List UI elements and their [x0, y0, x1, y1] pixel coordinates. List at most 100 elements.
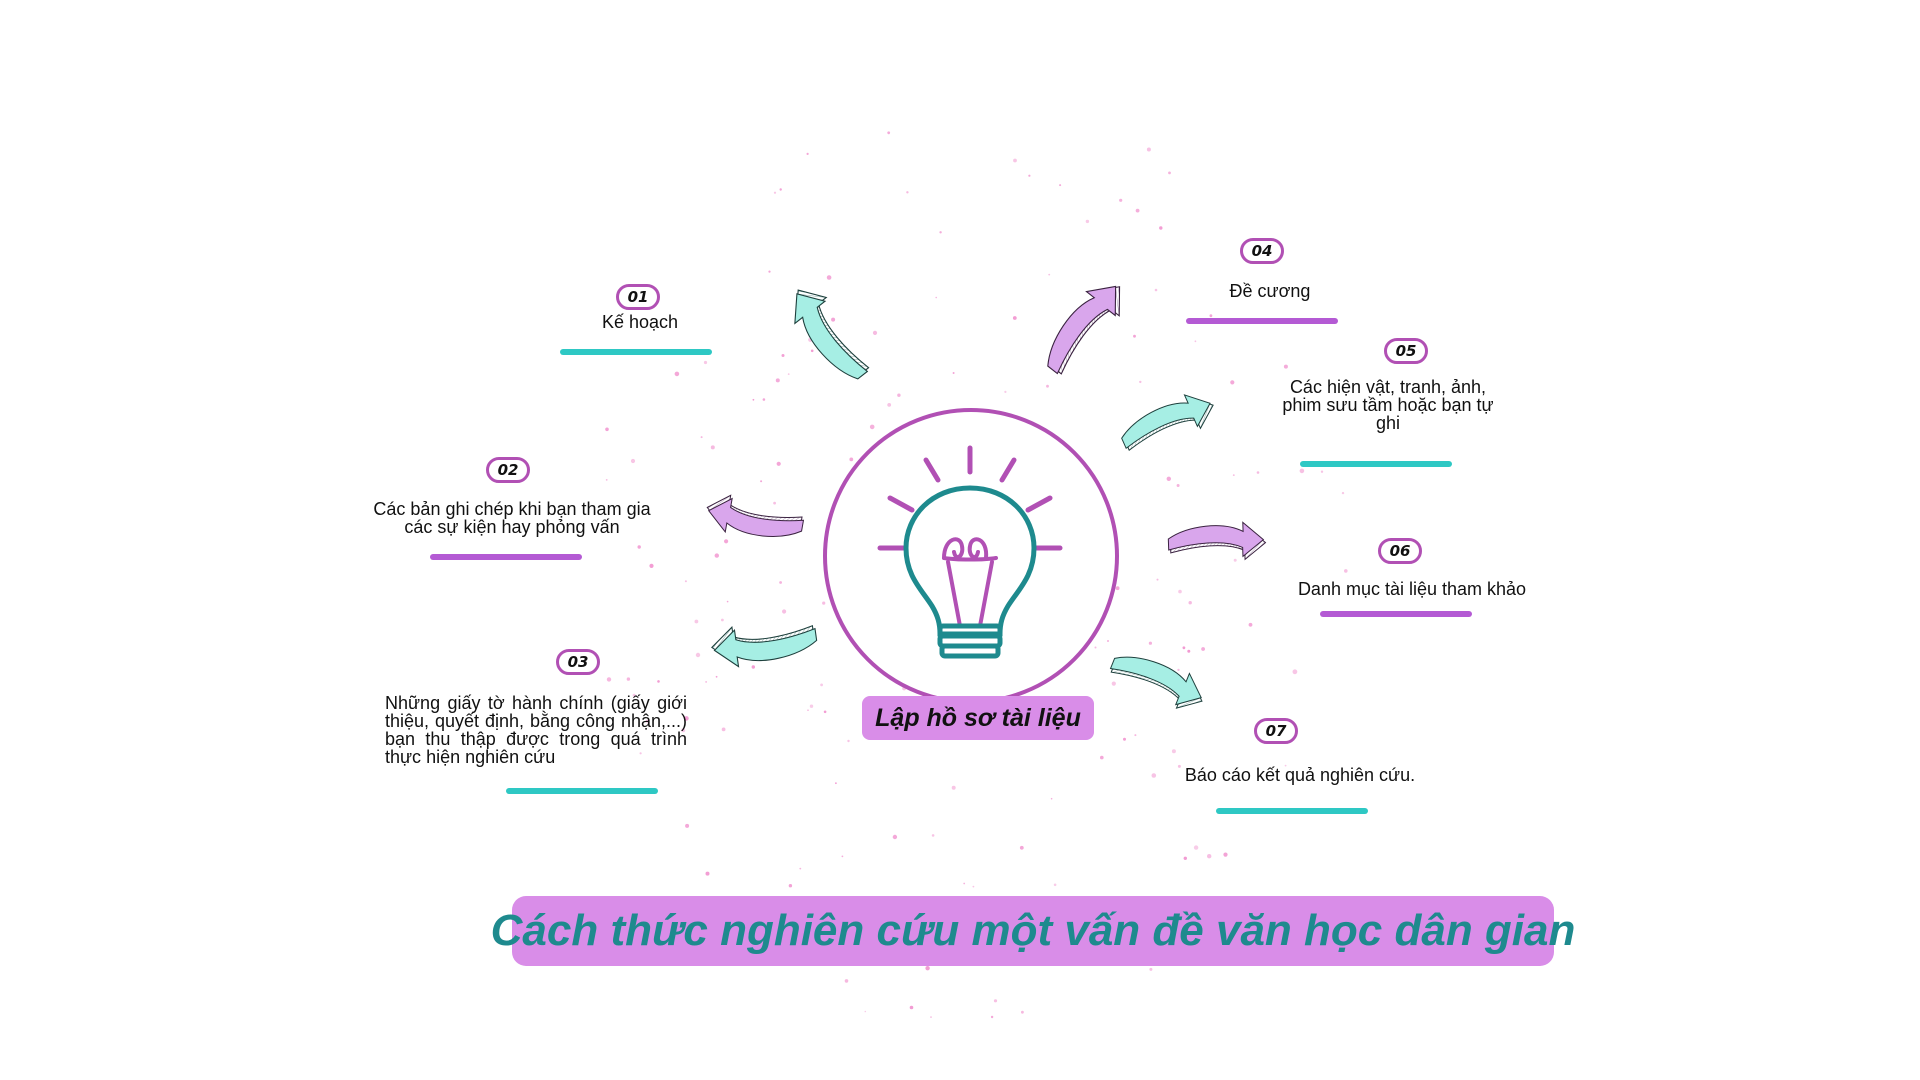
speckle-dot — [1100, 755, 1104, 760]
speckle-dot — [639, 752, 642, 755]
step-03-underline — [506, 788, 658, 794]
speckle-dot — [1135, 208, 1140, 213]
speckle-dot — [835, 782, 837, 785]
speckle-dot — [931, 834, 935, 837]
speckle-dot — [1133, 334, 1136, 338]
speckle-dot — [925, 966, 930, 971]
speckle-dot — [637, 545, 641, 549]
speckle-dot — [1149, 967, 1153, 971]
speckle-dot — [939, 231, 942, 234]
speckle-dot — [714, 553, 719, 558]
step-03-badge: 03 — [556, 649, 600, 675]
speckle-dot — [993, 999, 998, 1003]
speckle-dot — [1168, 171, 1171, 175]
step-01-underline — [560, 349, 712, 355]
speckle-dot — [1201, 647, 1205, 651]
step-05-text: Các hiện vật, tranh, ảnh, phim sưu tầm h… — [1282, 377, 1494, 433]
speckle-dot — [807, 709, 809, 711]
speckle-dot — [674, 371, 680, 377]
speckle-dot — [1159, 226, 1163, 230]
speckle-dot — [1053, 883, 1057, 887]
page-title: Cách thức nghiên cứu một vấn đề văn học … — [491, 896, 1575, 966]
speckle-dot — [775, 378, 780, 383]
speckle-dot — [1151, 773, 1157, 778]
speckle-dot — [951, 785, 956, 790]
step-01-badge: 01 — [616, 284, 660, 310]
speckle-dot — [799, 867, 802, 870]
speckle-dot — [700, 436, 703, 439]
speckle-dot — [1107, 640, 1109, 642]
speckle-dot — [1230, 380, 1235, 385]
speckle-dot — [1182, 646, 1186, 650]
speckle-dot — [892, 834, 898, 840]
speckle-dot — [787, 373, 790, 375]
speckle-dot — [909, 1005, 914, 1010]
speckle-dot — [684, 716, 689, 721]
speckle-dot — [1050, 797, 1053, 800]
speckle-dot — [809, 704, 814, 708]
speckle-dot — [844, 979, 849, 983]
speckle-dot — [684, 580, 687, 583]
step-02-text: Các bản ghi chép khi bạn tham gia các sự… — [373, 499, 651, 537]
step-01-text: Kế hoạch — [601, 312, 679, 332]
speckle-dot — [1085, 219, 1090, 224]
arrow-to-step-02 — [703, 491, 807, 546]
step-05-underline — [1300, 461, 1452, 467]
speckle-dot — [605, 479, 608, 481]
speckle-dot — [1223, 852, 1228, 857]
speckle-dot — [1148, 641, 1152, 645]
speckle-dot — [1292, 669, 1298, 675]
speckle-dot — [847, 739, 850, 743]
speckle-dot — [1146, 147, 1151, 152]
speckle-dot — [831, 317, 836, 322]
speckle-dot — [715, 675, 718, 678]
speckle-dot — [752, 398, 755, 401]
speckle-dot — [681, 728, 686, 733]
step-06-badge: 06 — [1378, 538, 1422, 564]
speckle-dot — [1004, 390, 1007, 393]
arrow-to-step-01 — [779, 278, 879, 389]
speckle-dot — [930, 1016, 932, 1018]
speckle-dot — [906, 191, 909, 194]
speckle-dot — [1209, 314, 1213, 318]
speckle-dot — [810, 349, 814, 353]
speckle-dot — [694, 619, 699, 624]
speckle-dot — [1013, 158, 1017, 163]
speckle-dot — [705, 871, 710, 876]
speckle-dot — [724, 539, 729, 544]
speckle-dot — [1171, 749, 1176, 754]
speckle-dot — [869, 424, 875, 430]
speckle-dot — [1115, 586, 1120, 591]
step-02-underline — [430, 554, 582, 560]
step-04-text: Đề cương — [1229, 281, 1311, 301]
speckle-dot — [632, 693, 636, 697]
speckle-dot — [760, 480, 763, 483]
speckle-dot — [841, 855, 844, 858]
step-07-badge: 07 — [1254, 718, 1298, 744]
speckle-dot — [1048, 273, 1051, 276]
speckle-dot — [1177, 668, 1180, 672]
speckle-dot — [1176, 484, 1180, 487]
arrow-to-step-03 — [708, 615, 820, 671]
speckle-dot — [1059, 184, 1062, 187]
step-06-underline — [1320, 611, 1472, 617]
speckle-dot — [721, 618, 724, 622]
speckle-dot — [1046, 384, 1049, 388]
speckle-dot — [657, 680, 660, 683]
speckle-dot — [710, 445, 715, 450]
speckle-dot — [1177, 764, 1181, 768]
step-05-badge: 05 — [1384, 338, 1428, 364]
arrow-to-step-07 — [1105, 644, 1211, 717]
speckle-dot — [952, 372, 955, 374]
speckle-dot — [695, 652, 701, 658]
speckle-dot — [1248, 622, 1253, 627]
speckle-dot — [1111, 681, 1116, 686]
speckle-dot — [781, 354, 785, 357]
speckle-dot — [990, 1015, 994, 1019]
speckle-dot — [779, 188, 782, 191]
speckle-dot — [1341, 491, 1345, 495]
speckle-dot — [1256, 471, 1260, 474]
step-04-badge: 04 — [1240, 238, 1284, 264]
speckle-dot — [645, 719, 649, 723]
speckle-dot — [963, 882, 966, 885]
